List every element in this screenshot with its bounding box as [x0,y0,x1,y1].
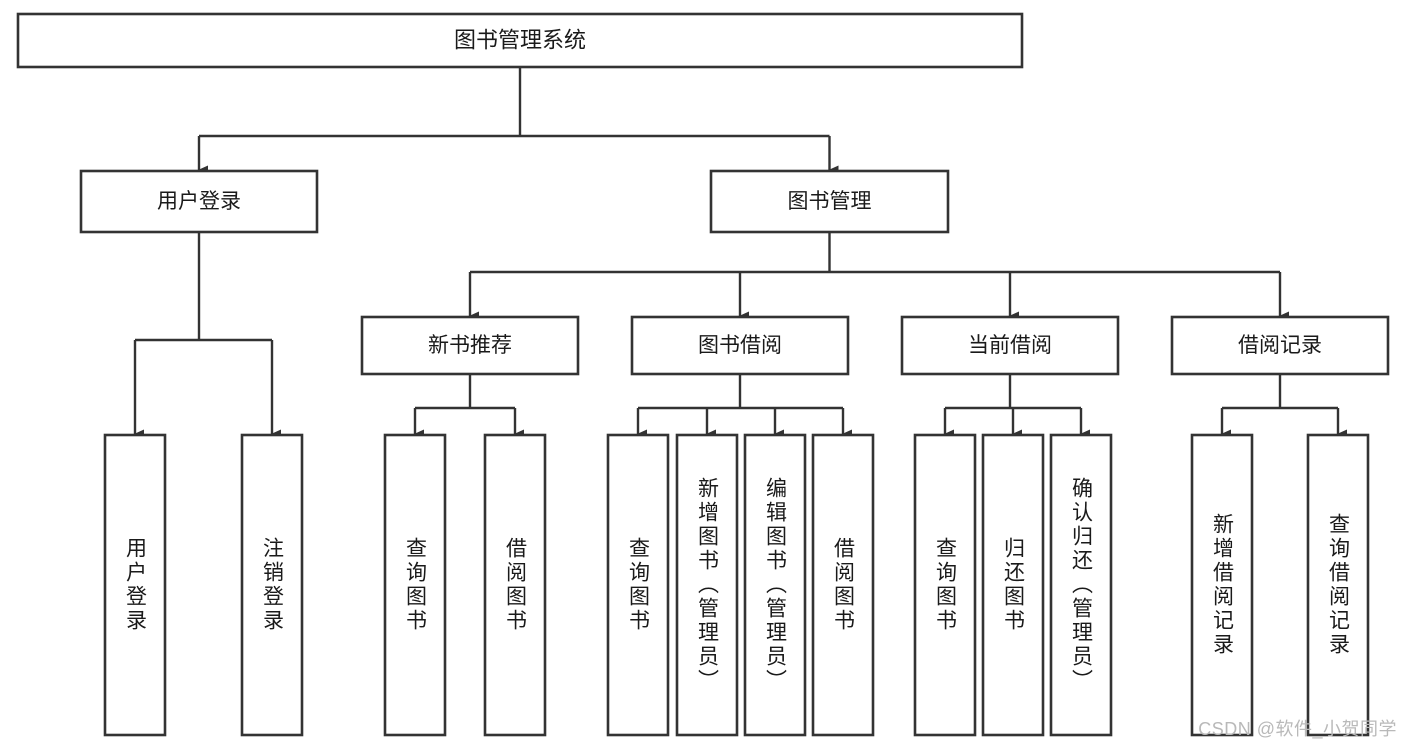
node-label-book-borrow: 图书借阅 [698,334,782,357]
node-new-book-rec[interactable] [360,315,580,376]
node-current-borrow[interactable] [900,315,1120,376]
node-borrow-record[interactable] [1170,315,1390,376]
node-leaf-6[interactable] [675,433,739,737]
node-label-book-manage: 图书管理 [788,190,872,213]
node-leaf-2[interactable] [240,433,304,737]
node-leaf-12[interactable] [1190,433,1254,737]
node-leaf-4[interactable] [483,433,547,737]
node-leaf-9[interactable] [913,433,977,737]
node-label-new-book-rec: 新书推荐 [428,334,512,357]
node-root-root[interactable] [16,12,1024,69]
node-label-borrow-record: 借阅记录 [1238,334,1322,357]
node-book-manage[interactable] [709,169,950,234]
node-leaf-5[interactable] [606,433,670,737]
node-label-current-borrow: 当前借阅 [968,334,1052,357]
node-leaf-1[interactable] [103,433,167,737]
node-leaf-3[interactable] [383,433,447,737]
node-boxes [16,12,1390,737]
node-leaf-7[interactable] [743,433,807,737]
node-leaf-8[interactable] [811,433,875,737]
node-label-user-login: 用户登录 [157,190,241,213]
node-label-root: 图书管理系统 [454,27,586,52]
watermark-text: CSDN @软件_小贺同学 [1198,719,1397,739]
node-leaf-13[interactable] [1306,433,1370,737]
node-leaf-11[interactable] [1049,433,1113,737]
node-leaf-10[interactable] [981,433,1045,737]
node-user-login[interactable] [79,169,319,234]
node-book-borrow[interactable] [630,315,850,376]
connector-lines [133,67,1347,439]
